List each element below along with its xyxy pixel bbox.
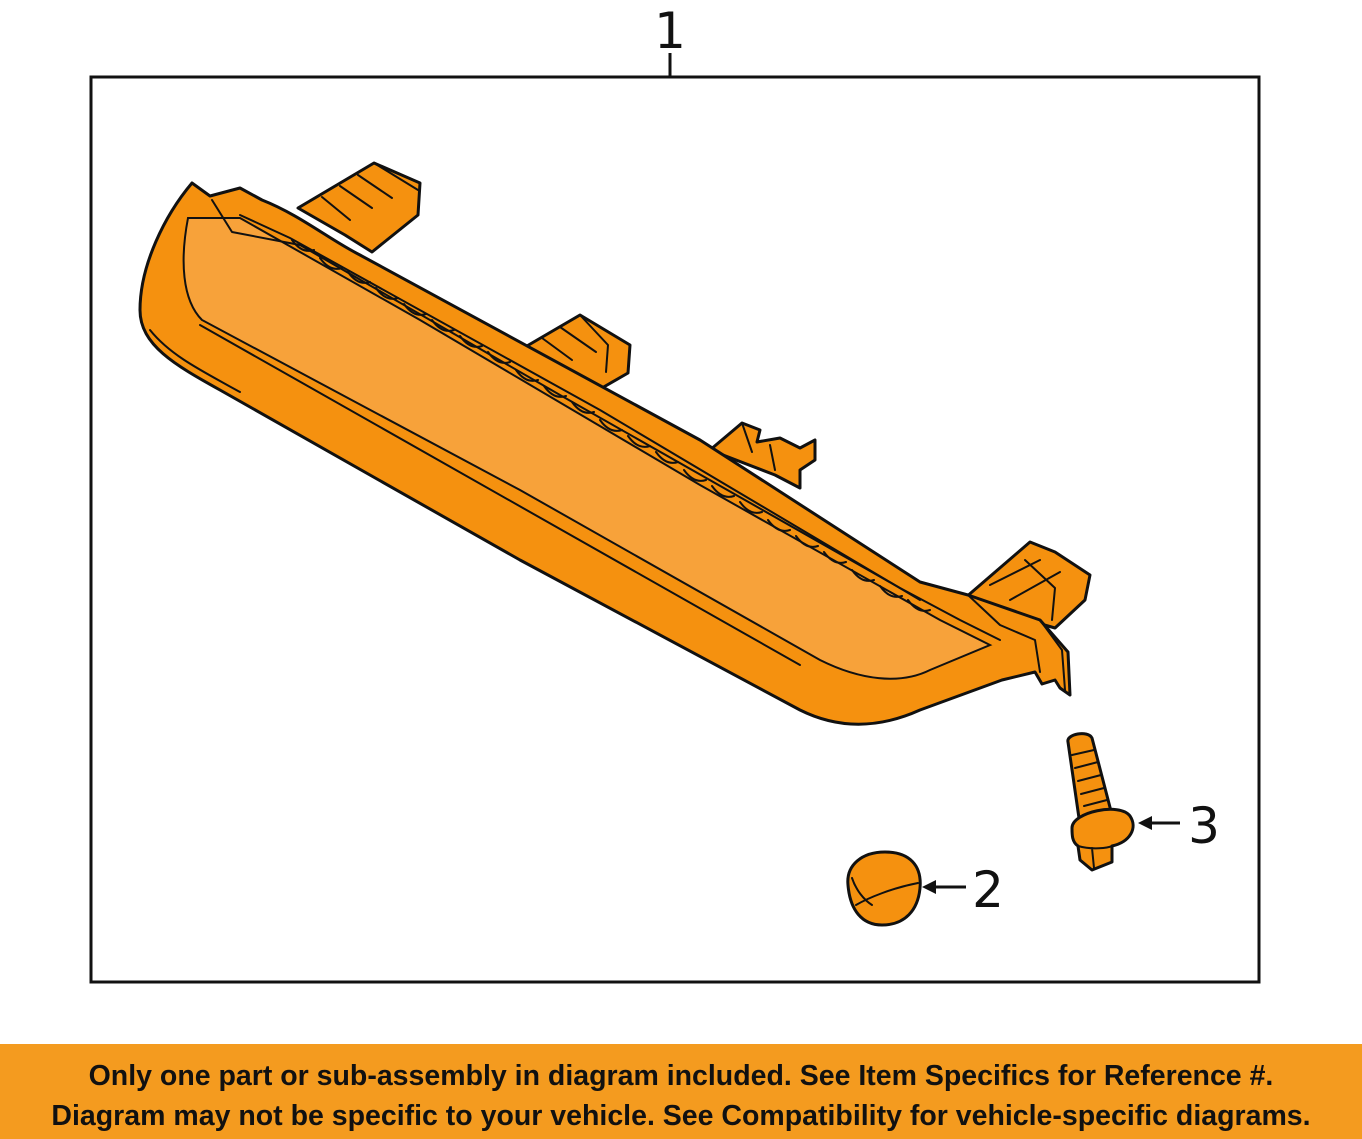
callout-1-label: 1	[654, 2, 686, 60]
callout-2-label: 2	[972, 861, 1004, 919]
disclaimer-line-2: Diagram may not be specific to your vehi…	[51, 1100, 1311, 1132]
lamp-lens-face	[182, 217, 993, 680]
flange-bolt	[1066, 732, 1135, 872]
led-segments	[291, 239, 931, 612]
disclaimer-banner: Only one part or sub-assembly in diagram…	[0, 1044, 1362, 1139]
parts-diagram: 1 2	[89, 2, 1261, 984]
mounting-tab-3	[708, 421, 817, 490]
callout-3-arrow	[1138, 816, 1152, 830]
callout-2-arrow	[922, 880, 936, 894]
callout-3-label: 3	[1188, 797, 1220, 855]
high-mount-stop-lamp	[138, 161, 1092, 726]
disclaimer-line-1: Only one part or sub-assembly in diagram…	[88, 1060, 1274, 1092]
grommet-plug	[846, 850, 922, 927]
